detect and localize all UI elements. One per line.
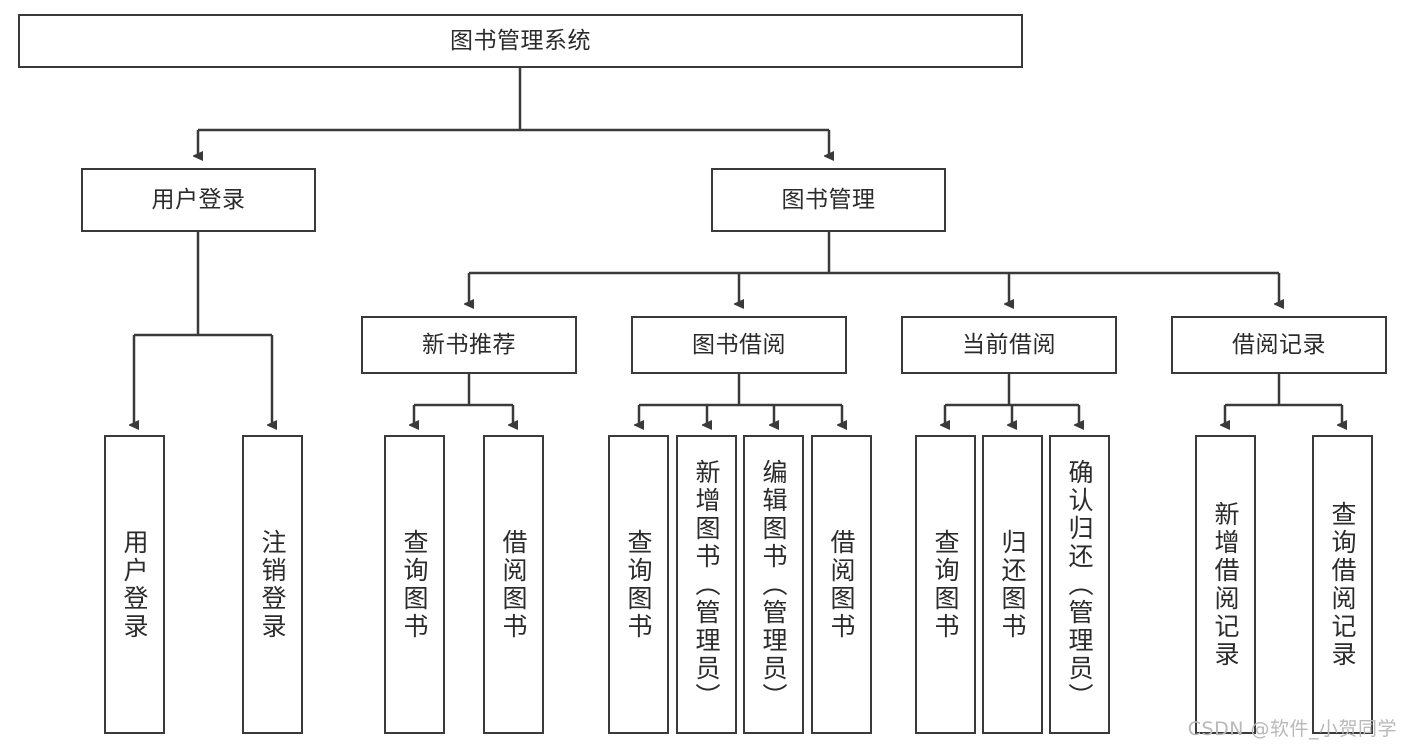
node-label: 新增借阅记录: [1211, 500, 1240, 669]
leaf-query-book-current[interactable]: 查询图书: [915, 435, 976, 734]
leaf-borrow-book-recommend[interactable]: 借阅图书: [483, 435, 544, 734]
leaf-user-login[interactable]: 用户登录: [104, 435, 165, 734]
leaf-logout-login[interactable]: 注销登录: [242, 435, 303, 734]
node-label: 用户登录: [151, 186, 246, 213]
node-label: 借阅图书: [827, 528, 856, 641]
node-label: 查询借阅记录: [1328, 500, 1357, 669]
node-user-login[interactable]: 用户登录: [81, 168, 316, 232]
leaf-borrow-book[interactable]: 借阅图书: [811, 435, 872, 734]
leaf-query-borrow-record[interactable]: 查询借阅记录: [1312, 435, 1373, 734]
node-current-borrow[interactable]: 当前借阅: [901, 316, 1117, 374]
node-label: 查询图书: [931, 528, 960, 641]
node-label: 注销登录: [258, 528, 287, 641]
leaf-query-book-borrow[interactable]: 查询图书: [608, 435, 669, 734]
node-label: 图书管理: [781, 186, 876, 213]
node-book-borrow[interactable]: 图书借阅: [631, 316, 847, 374]
node-book-management[interactable]: 图书管理: [711, 168, 946, 232]
node-label: 确认归还（管理员）: [1065, 458, 1094, 711]
node-label: 借阅图书: [499, 528, 528, 641]
leaf-add-book-admin[interactable]: 新增图书（管理员）: [676, 435, 737, 734]
node-label: 归还图书: [998, 528, 1027, 641]
node-borrow-record[interactable]: 借阅记录: [1171, 316, 1387, 374]
node-new-book-recommend[interactable]: 新书推荐: [361, 316, 577, 374]
node-label: 用户登录: [120, 528, 149, 641]
leaf-query-book-recommend[interactable]: 查询图书: [384, 435, 445, 734]
node-label: 查询图书: [400, 528, 429, 641]
node-root-system[interactable]: 图书管理系统: [18, 14, 1023, 68]
node-label: 图书借阅: [692, 331, 786, 358]
node-label: 图书管理系统: [450, 27, 591, 54]
leaf-edit-book-admin[interactable]: 编辑图书（管理员）: [743, 435, 804, 734]
leaf-confirm-return-admin[interactable]: 确认归还（管理员）: [1049, 435, 1110, 734]
node-label: 当前借阅: [962, 331, 1056, 358]
leaf-add-borrow-record[interactable]: 新增借阅记录: [1195, 435, 1256, 734]
node-label: 编辑图书（管理员）: [759, 458, 788, 711]
node-label: 新书推荐: [422, 331, 516, 358]
leaf-return-book[interactable]: 归还图书: [982, 435, 1043, 734]
node-label: 借阅记录: [1232, 331, 1326, 358]
node-label: 查询图书: [624, 528, 653, 641]
watermark-text: CSDN @软件_小贺同学: [1187, 718, 1397, 740]
node-label: 新增图书（管理员）: [692, 458, 721, 711]
